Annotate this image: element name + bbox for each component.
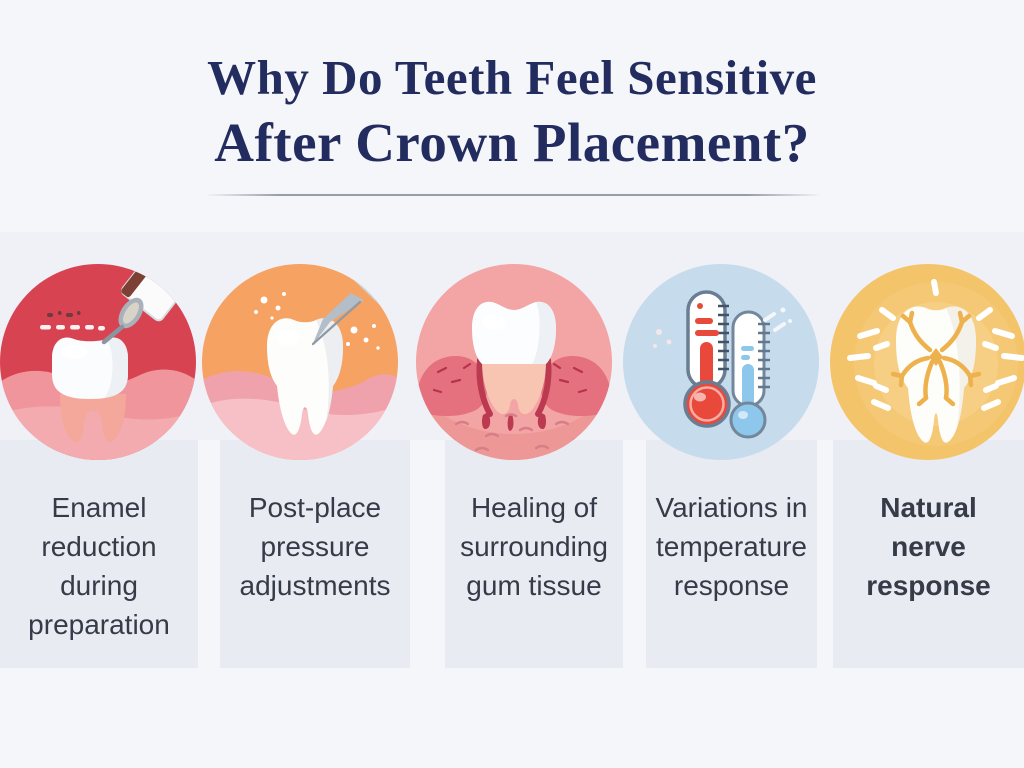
enamel-reduction-drill-tooth-icon [0, 268, 196, 460]
caption-band-5 [833, 440, 1024, 668]
title-divider [205, 194, 822, 196]
page-title: Why Do Teeth Feel Sensitive After Crown … [0, 46, 1024, 176]
caption-enamel-reduction: Enamel reduction during preparation [28, 492, 170, 640]
hot-cold-thermometers-icon [653, 290, 792, 439]
caption-nerve-response: Natural nerve response [866, 492, 991, 601]
caption-gum-healing: Healing of surrounding gum tissue [460, 492, 608, 601]
caption-band-2 [220, 440, 410, 668]
nerve-response-circle [830, 264, 1024, 460]
temperature-variation-circle [623, 264, 819, 460]
gum-healing-circle [416, 264, 612, 460]
crown-pressure-scaler-tooth-icon [202, 265, 398, 460]
enamel-reduction-circle [0, 264, 196, 460]
caption-band-4 [646, 440, 817, 668]
pressure-adjustment-circle [202, 264, 398, 460]
nerve-response-glowing-tooth-icon [847, 279, 1024, 446]
caption-band-1 [0, 440, 198, 668]
caption-pressure-adjustments: Post-place pressure adjustments [239, 492, 391, 601]
healing-gum-tissue-icon [416, 301, 612, 460]
title-line-2: After Crown Placement? [214, 112, 810, 173]
caption-temperature-response: Variations in temperature response [655, 492, 808, 601]
caption-band-3 [445, 440, 623, 668]
title-line-1: Why Do Teeth Feel Sensitive [207, 50, 817, 105]
